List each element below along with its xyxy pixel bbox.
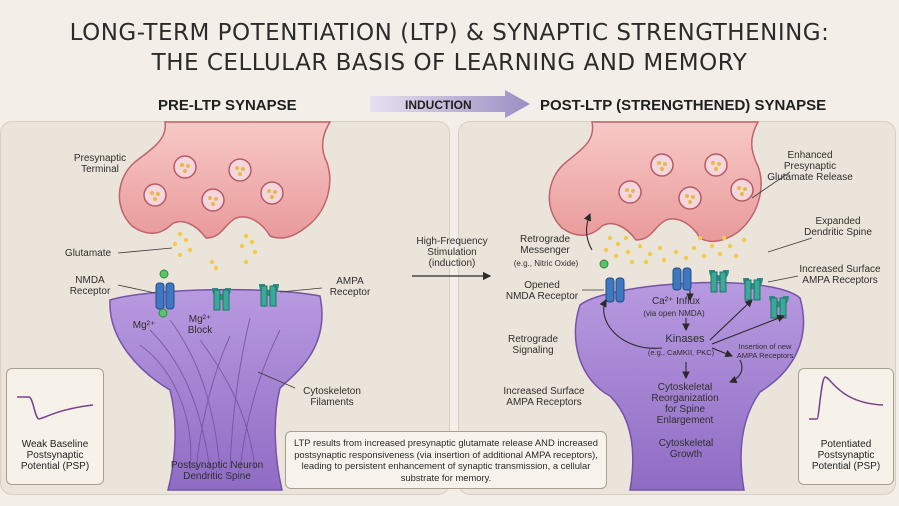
right-vesicles bbox=[618, 153, 754, 210]
label-retrograde-example: (e.g., Nitric Oxide) bbox=[513, 259, 579, 268]
left-nmda-receptor bbox=[155, 269, 175, 318]
induction-label: INDUCTION bbox=[405, 98, 472, 112]
label-increased-surface-top: Increased Surface AMPA Receptors bbox=[799, 264, 881, 286]
label-high-frequency-stimulation: High-Frequency Stimulation (induction) bbox=[416, 236, 488, 269]
weak-psp-trace bbox=[17, 396, 94, 420]
potentiated-psp-caption: Potentiated Postsynaptic Potential (PSP) bbox=[811, 439, 881, 472]
label-cytoskeletal-growth: Cytoskeletal Growth bbox=[658, 438, 714, 460]
label-enhanced-release: Enhanced Presynaptic Glutamate Release bbox=[767, 150, 853, 183]
label-cytoskeletal-reorganization: Cytoskeletal Reorganization for Spine En… bbox=[651, 382, 719, 426]
left-presynaptic-terminal bbox=[118, 121, 332, 239]
label-presynaptic-terminal: Presynaptic Terminal bbox=[73, 153, 127, 175]
label-kinases: Kinases bbox=[665, 333, 705, 345]
label-expanded-spine: Expanded Dendritic Spine bbox=[804, 216, 872, 238]
label-ca-influx-sub: (via open NMDA) bbox=[643, 309, 705, 318]
label-kinases-sub: (e.g., CaMKII, PKC) bbox=[647, 348, 715, 357]
label-ca-influx: Ca²⁺ Influx bbox=[651, 296, 701, 307]
label-cytoskeleton-filaments: Cytoskeleton Filaments bbox=[303, 386, 361, 408]
right-nmda-receptor-2 bbox=[672, 267, 692, 291]
right-vesicle-contents bbox=[625, 161, 747, 204]
right-postsynaptic-spine bbox=[574, 281, 805, 491]
label-mg-ion: Mg²⁺ bbox=[132, 320, 156, 331]
title-line-2: THE CELLULAR BASIS OF LEARNING AND MEMOR… bbox=[151, 50, 748, 76]
right-nmda-receptor bbox=[599, 259, 625, 303]
left-ampa-receptor-1 bbox=[212, 287, 231, 311]
title-line-1: LONG-TERM POTENTIATION (LTP) & SYNAPTIC … bbox=[69, 20, 830, 46]
left-vesicles bbox=[143, 155, 284, 212]
label-retrograde-signaling: Retrograde Signaling bbox=[507, 334, 559, 356]
label-opened-nmda: Opened NMDA Receptor bbox=[505, 280, 579, 302]
left-vesicle-contents bbox=[150, 163, 277, 206]
potentiated-psp-box: Potentiated Postsynaptic Potential (PSP) bbox=[798, 368, 894, 485]
label-insertion: Insertion of new AMPA Receptors bbox=[736, 342, 794, 360]
label-ampa-receptor: AMPA Receptor bbox=[329, 276, 371, 298]
left-ampa-receptor-2 bbox=[259, 283, 279, 307]
label-retrograde-messenger: Retrograde Messenger bbox=[519, 234, 571, 256]
header-pre-ltp: PRE-LTP SYNAPSE bbox=[158, 97, 297, 114]
weak-psp-box: Weak Baseline Postsynaptic Potential (PS… bbox=[6, 368, 104, 485]
left-glutamate bbox=[172, 231, 258, 271]
label-nmda-receptor: NMDA Receptor bbox=[69, 275, 111, 297]
potentiated-psp-trace bbox=[809, 376, 884, 420]
label-increased-surface-bottom: Increased Surface AMPA Receptors bbox=[503, 386, 585, 408]
weak-psp-caption: Weak Baseline Postsynaptic Potential (PS… bbox=[20, 439, 90, 472]
right-presynaptic-terminal bbox=[548, 121, 762, 243]
right-ampa-receptors bbox=[709, 269, 789, 319]
right-glutamate bbox=[603, 235, 747, 265]
right-leader-lines bbox=[582, 171, 813, 291]
left-cytoskeleton bbox=[139, 317, 281, 471]
right-pathway-arrows bbox=[583, 212, 786, 384]
label-mg-block: Mg²⁺ Block bbox=[187, 314, 213, 336]
header-post-ltp: POST-LTP (STRENGTHENED) SYNAPSE bbox=[540, 97, 827, 114]
label-dendritic-spine: Postsynaptic Neuron Dendritic Spine bbox=[170, 460, 264, 482]
induction-arrow bbox=[370, 90, 530, 118]
left-leader-lines bbox=[117, 247, 323, 389]
summary-box: LTP results from increased presynaptic g… bbox=[285, 431, 607, 489]
label-glutamate: Glutamate bbox=[64, 248, 112, 259]
